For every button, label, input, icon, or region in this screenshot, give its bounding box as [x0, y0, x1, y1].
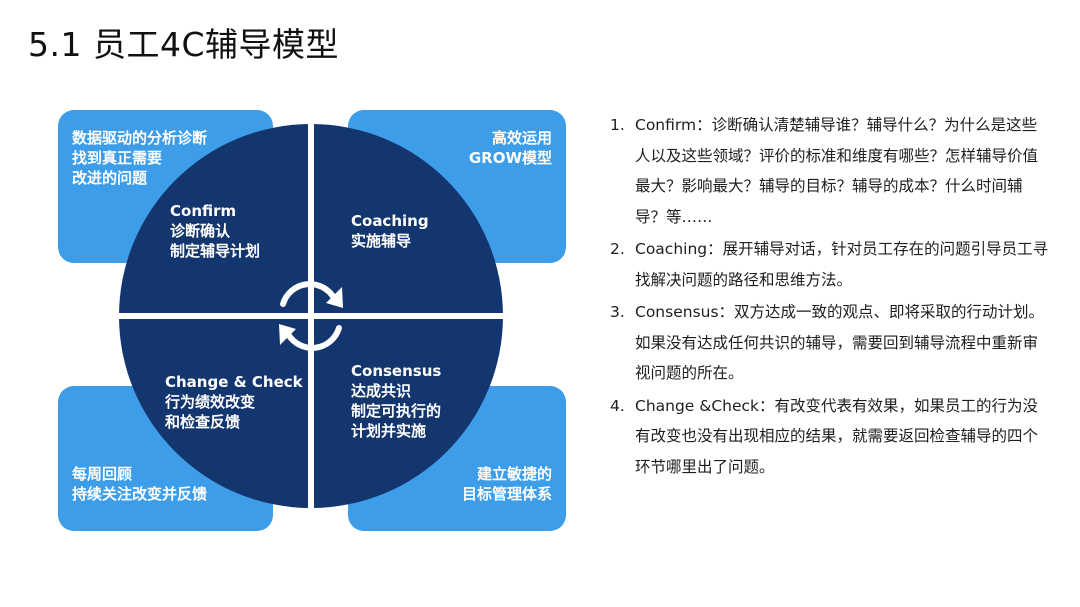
list-item-number: 1.	[610, 116, 625, 134]
quadrant-consensus-text: Consensus 达成共识 制定可执行的 计划并实施	[351, 362, 442, 440]
list-item-text: Change &Check：有改变代表有效果，如果员工的行为没有改变也没有出现相…	[635, 396, 1039, 476]
cycle-arrowhead-lower	[279, 324, 296, 345]
list-item-consensus: 3. Consensus：双方达成一致的观点、即将采取的行动计划。如果没有达成任…	[610, 297, 1050, 389]
4c-explanation-list: 1. Confirm：诊断确认清楚辅导谁？辅导什么？为什么是这些人以及这些领域？…	[610, 110, 1050, 484]
card-top-left-text: 数据驱动的分析诊断 找到真正需要 改进的问题	[72, 129, 208, 187]
list-item-number: 4.	[610, 396, 625, 415]
4c-model-diagram: 数据驱动的分析诊断 找到真正需要 改进的问题 高效运用 GROW模型 每周回顾 …	[58, 110, 566, 531]
card-bottom-right-text: 建立敏捷的 目标管理体系	[461, 465, 552, 503]
list-item-confirm: 1. Confirm：诊断确认清楚辅导谁？辅导什么？为什么是这些人以及这些领域？…	[610, 110, 1050, 232]
list-item-text: Consensus：双方达成一致的观点、即将采取的行动计划。如果没有达成任何共识…	[635, 303, 1045, 382]
4c-circle	[113, 124, 509, 508]
list-item-coaching: 2. Coaching：展开辅导对话，针对员工存在的问题引导员工寻找解决问题的路…	[610, 234, 1050, 295]
cycle-arrow-upper	[280, 281, 337, 307]
quadrant-change-check-text: Change & Check 行为绩效改变 和检查反馈	[165, 373, 303, 431]
quadrant-confirm-text: Confirm 诊断确认 制定辅导计划	[170, 202, 261, 260]
cycle-arrows-icon	[279, 281, 343, 351]
list-item-change-check: 4. Change &Check：有改变代表有效果，如果员工的行为没有改变也没有…	[610, 391, 1050, 483]
list-item-number: 3.	[610, 303, 625, 321]
cycle-arrowhead-upper	[326, 287, 343, 308]
list-item-number: 2.	[610, 240, 625, 258]
list-item-text: Coaching：展开辅导对话，针对员工存在的问题引导员工寻找解决问题的路径和思…	[635, 240, 1049, 289]
circle-divider-horizontal	[113, 313, 509, 319]
list-item-text: Confirm：诊断确认清楚辅导谁？辅导什么？为什么是这些人以及这些领域？评价的…	[635, 116, 1039, 226]
card-bottom-left-text: 每周回顾 持续关注改变并反馈	[72, 465, 208, 503]
cycle-arrow-lower	[285, 325, 342, 351]
card-top-right-text: 高效运用 GROW模型	[468, 129, 552, 167]
page-title: 5.1 员工4C辅导模型	[28, 25, 340, 64]
quadrant-coaching-text: Coaching 实施辅导	[351, 212, 429, 250]
